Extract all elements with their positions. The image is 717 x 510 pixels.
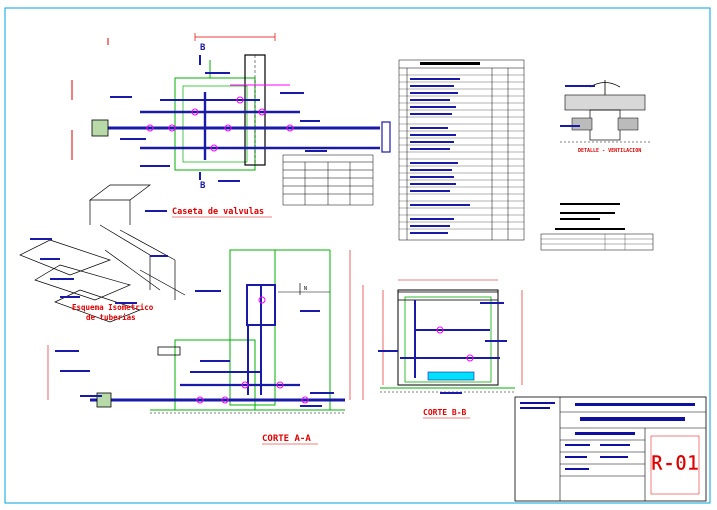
ventilation-detail <box>560 80 650 143</box>
corte-aa-title: CORTE A-A <box>262 434 311 444</box>
small-table <box>282 154 374 206</box>
detalle-title: DETALLE - VENTILACION <box>578 148 641 154</box>
accessories-table <box>398 59 525 241</box>
accessories-table-header-mark <box>420 62 480 65</box>
accessories-table-rows <box>399 74 524 230</box>
svg-text:B: B <box>200 43 206 53</box>
accessories-row-marks <box>410 78 470 234</box>
caseta-title: Caseta de valvulas <box>172 207 264 217</box>
svg-text:N: N <box>304 286 307 292</box>
isometric-view <box>19 184 186 323</box>
sheet-code-frame <box>650 435 700 495</box>
plan-view: B B <box>71 33 391 191</box>
title-block <box>514 396 707 502</box>
corte-bb-title: CORTE B-B <box>423 408 467 417</box>
sheet-border <box>4 7 711 504</box>
notes-block <box>540 203 654 251</box>
sheet-code: R-01 <box>651 451 699 475</box>
esquema-title-line2: de tuberias <box>86 313 136 322</box>
corte-aa-view: N <box>47 249 364 414</box>
corte-bb-view <box>378 279 523 394</box>
esquema-title-line1: Esquema Isometrico <box>72 303 154 312</box>
svg-text:B: B <box>200 181 206 191</box>
